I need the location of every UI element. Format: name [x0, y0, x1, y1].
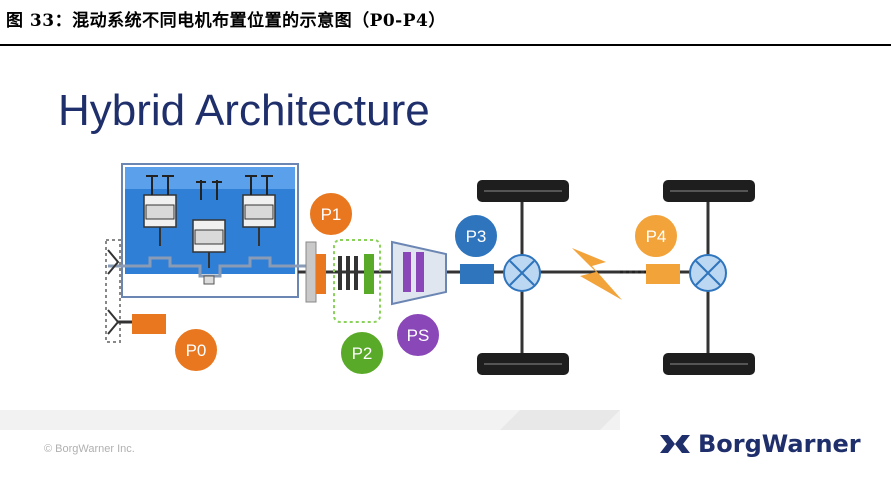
p0-belt-drive — [105, 239, 132, 343]
lightning-icon — [572, 248, 622, 300]
p2-motor — [364, 254, 374, 294]
p4-bubble: P4 — [633, 213, 679, 259]
footer-band — [0, 410, 620, 430]
engine-cylinders — [143, 175, 276, 268]
slide-title: Hybrid Architecture — [58, 86, 430, 135]
p0-bubble: P0 — [173, 327, 219, 373]
p1-bubble: P1 — [308, 191, 354, 237]
clutch — [338, 256, 358, 290]
crank-pulley — [203, 275, 215, 285]
copyright-text: © BorgWarner Inc. — [44, 443, 135, 455]
p3-bubble: P3 — [453, 213, 499, 259]
brand-name: BorgWarner — [698, 430, 861, 458]
flywheel — [305, 241, 317, 303]
p0-label: P0 — [186, 341, 207, 360]
p4-label: P4 — [646, 227, 667, 246]
ps-label: PS — [407, 326, 430, 345]
figure-caption: 图 33：混动系统不同电机布置位置的示意图（P0-P4） — [6, 11, 446, 31]
caption-rule — [0, 44, 891, 46]
p1-motor — [316, 254, 326, 294]
ps-motor-right — [416, 252, 424, 292]
p1-label: P1 — [321, 205, 342, 224]
footer-band-accent — [500, 410, 620, 430]
p0-motor — [132, 314, 166, 334]
p3-motor — [460, 264, 494, 284]
ps-motor-left — [403, 252, 411, 292]
rear-axle — [663, 180, 755, 375]
brand-logo: BorgWarner — [660, 430, 861, 458]
engine-block — [108, 163, 308, 298]
p2-bubble: P2 — [339, 330, 385, 376]
p2-label: P2 — [352, 344, 373, 363]
p3-label: P3 — [466, 227, 487, 246]
p2-dashed-region — [333, 239, 381, 323]
ps-bubble: PS — [395, 312, 441, 358]
borgwarner-logo-icon — [660, 435, 690, 453]
front-axle — [477, 180, 569, 375]
p4-motor — [646, 264, 680, 284]
